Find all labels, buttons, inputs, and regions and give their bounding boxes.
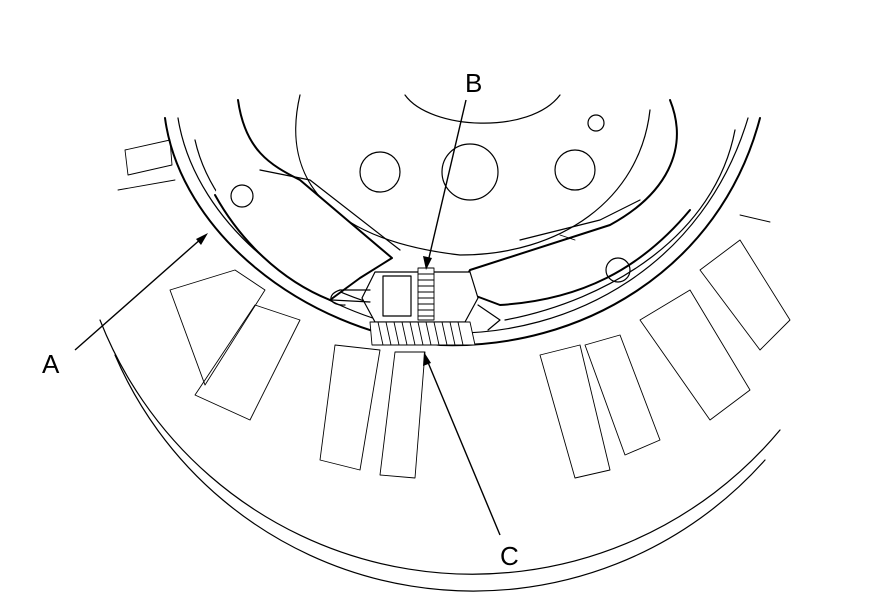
label-c: C bbox=[500, 541, 519, 571]
callout-c: C bbox=[423, 352, 519, 571]
backing-plate bbox=[99, 139, 791, 592]
brake-shoe-left bbox=[214, 99, 401, 301]
brake-shoe-right bbox=[459, 99, 691, 306]
wheel-hub bbox=[295, 94, 651, 256]
label-b: B bbox=[465, 68, 482, 98]
star-wheel bbox=[417, 267, 435, 321]
callout-b: B bbox=[423, 68, 482, 270]
label-a: A bbox=[42, 349, 60, 379]
adjuster-spring bbox=[369, 321, 476, 346]
adjuster-assembly bbox=[330, 267, 501, 331]
callout-a: A bbox=[42, 233, 208, 379]
